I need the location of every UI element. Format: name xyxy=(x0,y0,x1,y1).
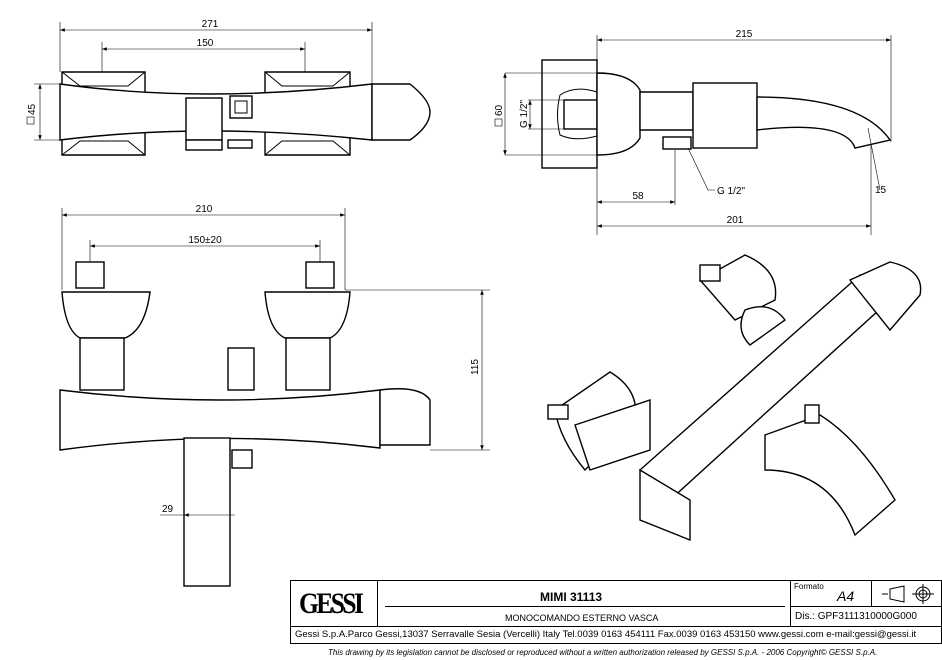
format-value: A4 xyxy=(837,588,855,604)
dim-front-overall: 210 xyxy=(196,204,213,215)
dim-top-overall: 271 xyxy=(202,19,219,30)
front-view xyxy=(59,208,490,587)
copyright-notice: This drawing by its legislation cannot b… xyxy=(328,648,878,657)
dim-front-centers: 150±20 xyxy=(188,235,222,246)
dim-front-pipe: 29 xyxy=(162,504,174,515)
logo-cell: GESSI xyxy=(290,580,378,627)
dim-angle: 15 xyxy=(875,185,887,196)
dim-top-centers: 150 xyxy=(197,38,214,49)
isometric-view xyxy=(547,254,922,542)
format-cell: Formato A4 xyxy=(790,580,872,607)
company-info: Gessi S.p.A.Parco Gessi,13037 Serravalle… xyxy=(295,629,917,640)
dim-side-overall: 215 xyxy=(736,29,753,40)
dim-spout: 201 xyxy=(727,215,744,226)
format-label: Formato xyxy=(794,582,824,591)
dim-outlet: 58 xyxy=(632,191,644,202)
drawing-number-cell: Dis.: GPF3111310000G000 xyxy=(790,606,942,627)
gessi-logo: GESSI xyxy=(299,587,364,620)
dim-side-section: 60 xyxy=(494,104,505,116)
drawing-number: Dis.: GPF3111310000G000 xyxy=(795,611,917,622)
company-info-cell: Gessi S.p.A.Parco Gessi,13037 Serravalle… xyxy=(290,626,942,644)
thread-inlet-label: G 1/2" xyxy=(519,100,530,128)
side-view xyxy=(503,35,892,235)
dim-top-section: 45 xyxy=(27,103,38,115)
projection-symbol-icon xyxy=(882,584,934,604)
product-description: MONOCOMANDO ESTERNO VASCA xyxy=(505,613,659,623)
dim-front-height: 115 xyxy=(470,359,481,375)
projection-symbol-cell xyxy=(871,580,942,607)
thread-outlet-label: G 1/2" xyxy=(717,186,745,197)
product-name: MIMI 31113 xyxy=(540,590,603,604)
top-view xyxy=(34,22,431,156)
